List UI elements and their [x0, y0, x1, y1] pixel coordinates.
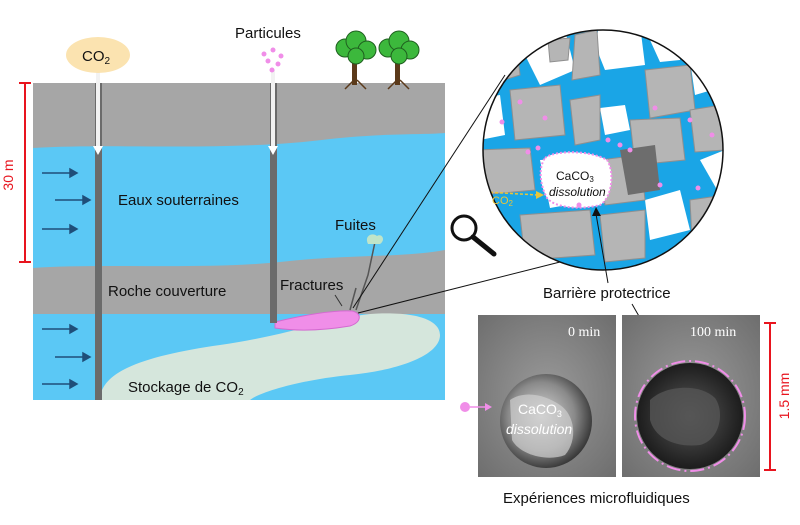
- dissolution-inset-label: dissolution: [549, 185, 606, 199]
- particle-inlet: [460, 402, 492, 412]
- groundwater-label: Eaux souterraines: [118, 192, 239, 209]
- co2-source-label: CO2: [82, 48, 111, 67]
- depth-scale-bar: 30 m: [0, 82, 31, 263]
- caco3-inset-label: CaCO3: [556, 169, 594, 184]
- dissolution-photo-label: dissolution: [506, 421, 572, 437]
- particles-label: Particules: [235, 25, 301, 42]
- monitoring-well: [270, 83, 277, 323]
- fracture-line: [355, 241, 376, 311]
- injection-arrowhead: [93, 146, 103, 155]
- inset-particles: [499, 99, 715, 208]
- particle-dots: [261, 47, 284, 73]
- flow-arrow-icon: [42, 167, 92, 390]
- tree-icon: [335, 30, 420, 90]
- mm-scale-label: 1.5 mm: [776, 373, 792, 420]
- particle-arrowhead: [268, 146, 278, 155]
- co2-inset-label: CO2: [492, 195, 514, 208]
- storage-label: Stockage de CO2: [128, 379, 244, 398]
- leak-plume: [274, 310, 360, 331]
- fracture-line-2: [349, 287, 357, 311]
- barrier-arrowhead: [592, 207, 601, 216]
- leak-puff: [366, 234, 384, 244]
- co2-injection-well: [95, 83, 102, 400]
- barrier-label: Barrière protectrice: [543, 285, 671, 302]
- photo-100min: 100 min: [622, 315, 760, 477]
- time-0-label: 0 min: [568, 325, 600, 340]
- zoom-line-top: [352, 74, 506, 309]
- depth-scale-label: 30 m: [0, 159, 16, 190]
- groundwater-layer: [33, 133, 445, 268]
- co2-flow-inset: [484, 191, 544, 199]
- co2-bubble: [66, 37, 130, 73]
- photo-0min: 0 min CaCO3 dissolution: [460, 315, 616, 477]
- barrier-pointer-top: [595, 213, 609, 284]
- caprock-label: Roche couverture: [108, 283, 226, 300]
- magnifier-icon: [450, 214, 497, 257]
- fractures-pointer: [334, 294, 343, 307]
- experiments-caption: Expériences microfluidiques: [503, 490, 690, 507]
- time-100-label: 100 min: [690, 325, 736, 340]
- fractures-label: Fractures: [280, 277, 343, 294]
- protective-barrier-ring: [634, 360, 746, 472]
- co2-storage-zone: [100, 313, 440, 400]
- zoom-line-bottom: [357, 261, 561, 314]
- leaks-label: Fuites: [335, 217, 376, 234]
- caco3-grain-inset: [539, 151, 613, 209]
- pore-scale-inset: CO2 CaCO3 dissolution: [482, 29, 724, 271]
- co2-source: CO2: [66, 37, 130, 73]
- mm-scale-bar: 1.5 mm: [764, 322, 792, 471]
- caco3-photo-label: CaCO3: [518, 401, 562, 419]
- cross-section: Eaux souterraines Roche couverture Fract…: [33, 70, 445, 400]
- dark-grain: [620, 145, 660, 195]
